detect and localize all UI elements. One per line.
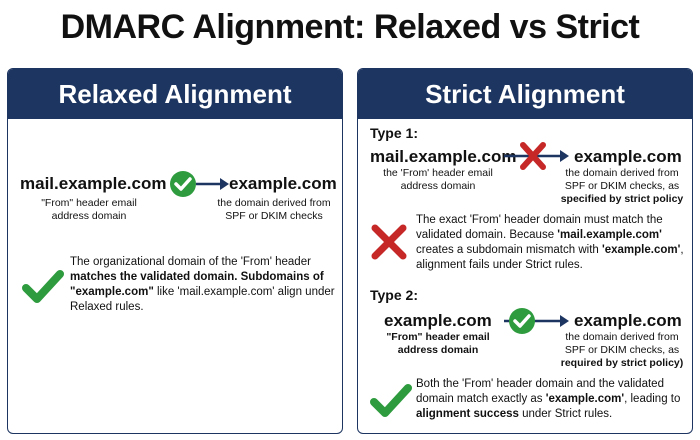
strict-type1-result-x-icon	[370, 223, 408, 261]
strict-type2-match-arrow	[504, 306, 570, 336]
strict-type1-to-caption: the domain derived from SPF or DKIM chec…	[560, 167, 684, 205]
relaxed-panel: Relaxed Alignment mail.example.com "From…	[7, 68, 343, 434]
strict-type2-to-domain: example.com	[574, 311, 682, 330]
relaxed-from-caption: "From" header email address domain	[41, 197, 137, 222]
strict-type2-result-check-icon	[370, 383, 412, 419]
x-icon	[520, 142, 546, 170]
relaxed-explanation: The organizational domain of the 'From' …	[70, 256, 335, 313]
strict-panel-header: Strict Alignment	[358, 69, 692, 119]
strict-type2-label: Type 2:	[370, 287, 418, 303]
strict-panel: Strict Alignment Type 1: mail.example.co…	[357, 68, 693, 434]
relaxed-to-caption: the domain derived from SPF or DKIM chec…	[217, 197, 331, 222]
relaxed-match-arrow	[168, 169, 230, 199]
relaxed-result-check-icon	[22, 269, 64, 305]
relaxed-from-domain: mail.example.com	[20, 174, 167, 193]
strict-type2-to-caption: the domain derived from SPF or DKIM chec…	[560, 331, 684, 369]
strict-type1-label: Type 1:	[370, 125, 418, 141]
check-icon	[170, 171, 196, 197]
strict-type1-from-domain: mail.example.com	[370, 147, 517, 166]
page-title: DMARC Alignment: Relaxed vs Strict	[60, 8, 640, 46]
check-icon	[509, 308, 535, 334]
strict-type1-to-domain: example.com	[574, 147, 682, 166]
relaxed-to-domain: example.com	[229, 174, 337, 193]
strict-type2-from-caption: "From" header email address domain	[386, 331, 490, 356]
strict-type2-from-domain: example.com	[384, 311, 492, 330]
strict-type1-explanation: The exact 'From' header domain must matc…	[416, 214, 684, 271]
strict-type1-mismatch-arrow	[504, 141, 570, 171]
strict-type1-from-caption: the 'From' header email address domain	[383, 167, 493, 192]
strict-type2-explanation: Both the 'From' header domain and the va…	[416, 378, 681, 420]
relaxed-panel-header: Relaxed Alignment	[8, 69, 342, 119]
